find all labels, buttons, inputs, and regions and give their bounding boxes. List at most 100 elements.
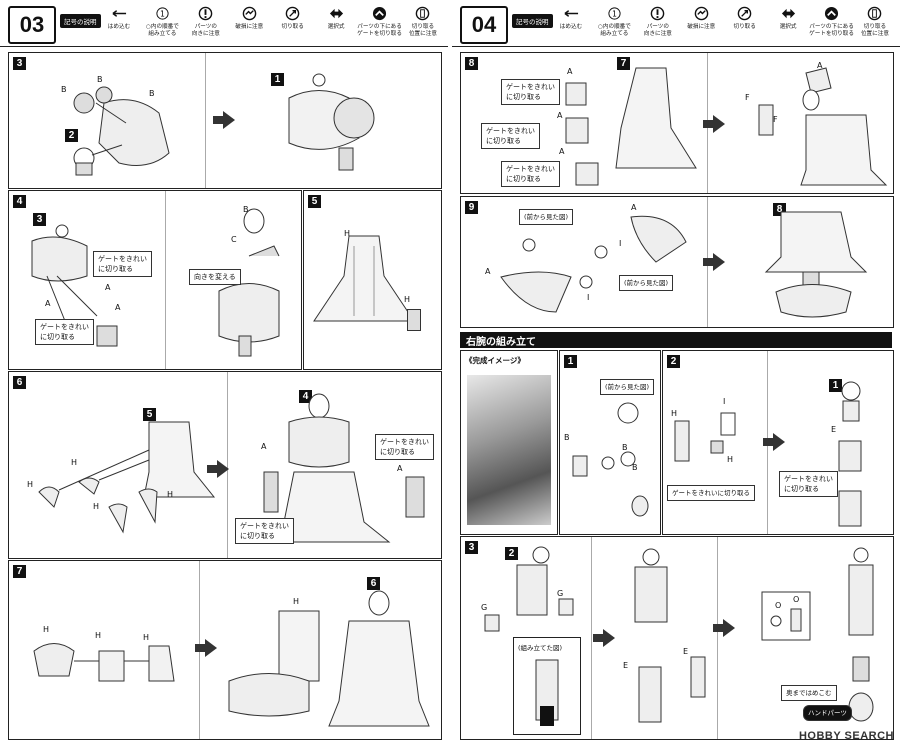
step-arrow <box>195 639 217 657</box>
gate-note: ゲートをきれい に切り取る <box>501 79 560 105</box>
cut-icon <box>737 6 752 21</box>
skirt-frills-drawing <box>33 643 175 682</box>
gate-note: ゲートをきれい に切り取る <box>779 471 838 497</box>
step-arrow <box>713 619 735 637</box>
step-number: 7 <box>13 565 26 578</box>
svg-text:1: 1 <box>160 9 165 18</box>
choice-icon <box>329 8 343 19</box>
legend-item: 1 ○内の順番で 組み立てる <box>143 6 181 38</box>
legend-item: 選択式 <box>317 6 355 38</box>
choice-icon <box>781 8 795 19</box>
step-7-panel: 7 H H H 6 H <box>8 560 442 740</box>
gate-note: ゲートをきれい に切り取る <box>35 319 94 345</box>
svg-text:1: 1 <box>612 9 617 18</box>
gate-note: ゲートをきれい に切り取る <box>481 123 540 149</box>
base-parts-drawing <box>500 215 687 313</box>
sub-part-number: 6 <box>367 577 380 590</box>
hand-parts-label: ハンドパーツ <box>803 705 852 721</box>
arrow-left-icon <box>111 10 126 17</box>
arm-step-2-panel: 2 H I H ゲートをきれいに切り取る 1 E ゲートをきれい に切り取る <box>662 350 894 535</box>
gate-note: ゲートをきれい に切り取る <box>375 434 434 460</box>
step-number: 2 <box>667 355 680 368</box>
legend-tag: 記号の説明 <box>60 14 101 28</box>
joint-detail-drawing <box>761 591 811 641</box>
step-number: 3 <box>465 541 478 554</box>
manual-page-03: 03 記号の説明 はめ込む 1 ○内の順番で 組み立てる パーツの 向きに注意 … <box>0 0 448 745</box>
skirt-front-drawing <box>565 67 697 186</box>
arm-step-3-panel: 3 2 G G (組み立てた図) E E O <box>460 536 894 740</box>
torso-part-drawing <box>73 86 170 176</box>
sub-part-number: 1 <box>271 73 284 86</box>
legend-item: はめ込む <box>100 6 138 38</box>
legend-item: 切り取る <box>274 6 312 38</box>
step-4-panel: 4 3 ゲートをきれい に切り取る ゲートをきれい に切り取る A A A B … <box>8 190 302 370</box>
torso-assembled-drawing <box>288 73 375 171</box>
step-number: 9 <box>465 201 478 214</box>
caution-icon <box>199 6 213 21</box>
chest-assembled-drawing <box>218 208 280 357</box>
gate-note: ゲートをきれいに切り取る <box>667 485 755 501</box>
skirt-part-drawing <box>313 235 415 322</box>
legend-item: 切り取る <box>726 6 764 38</box>
completed-image-panel: 《完成イメージ》 <box>460 350 558 535</box>
step-3-panel: 3 B B B 2 1 <box>8 52 442 189</box>
legend-tag: 記号の説明 <box>512 14 553 28</box>
sub-part-number: 5 <box>143 408 156 421</box>
step-number: 5 <box>308 195 321 208</box>
legend-item: パーツの下にある ゲートを切り取る <box>357 6 402 38</box>
page-number: 04 <box>460 6 508 44</box>
symbol-legend: はめ込む 1 ○内の順番で 組み立てる パーツの 向きに注意 破損に注意 切り取… <box>100 6 442 38</box>
direction-note: 向きを変える <box>189 269 241 285</box>
breakage-icon <box>242 6 257 21</box>
step-arrow <box>703 253 725 271</box>
legend-item: パーツの 向きに注意 <box>639 6 677 38</box>
forearm-parts-drawing <box>484 546 574 632</box>
skirt-rear-drawing <box>38 421 216 534</box>
step-number: 8 <box>465 57 478 70</box>
sub-part-number: 7 <box>617 57 630 70</box>
circle-number-icon: 1 <box>156 7 169 20</box>
legend-item: 破損に注意 <box>230 6 268 38</box>
legend-item: 選択式 <box>769 6 807 38</box>
cut-position-icon <box>416 6 430 21</box>
breakage-icon <box>694 6 709 21</box>
arm-photo <box>467 375 551 525</box>
page-header: 03 記号の説明 はめ込む 1 ○内の順番で 組み立てる パーツの 向きに注意 … <box>0 0 448 47</box>
sub-part-number: 2 <box>65 129 78 142</box>
cut-position-icon <box>868 6 882 21</box>
front-view-label: (前から見た図) <box>619 275 674 291</box>
legend-item: パーツの下にある ゲートを切り取る <box>809 6 854 38</box>
watermark: HOBBY SEARCH <box>798 730 894 742</box>
legend-item: パーツの 向きに注意 <box>187 6 225 38</box>
step-arrow <box>703 115 725 133</box>
step-number: 4 <box>13 195 26 208</box>
sub-part-number: 1 <box>829 379 842 392</box>
sub-part-number: 3 <box>33 213 46 226</box>
gate-note: ゲートをきれい に切り取る <box>93 251 152 277</box>
step-5-panel: 5 H H <box>303 190 442 370</box>
step-8-panel: 8 7 ゲートをきれい に切り取る ゲートをきれい に切り取る ゲートをきれい … <box>460 52 894 194</box>
section-title: 右腕の組み立て <box>460 332 892 348</box>
skirt-full-drawing <box>228 590 430 727</box>
step-number: 6 <box>13 376 26 389</box>
completed-image-label: 《完成イメージ》 <box>465 356 525 365</box>
upper-arm-assembled-drawing <box>838 381 862 527</box>
legend-item: 切り取る 位置に注意 <box>856 6 894 38</box>
front-view-label: (前から見た図) <box>600 379 655 395</box>
chest-part-drawing <box>31 224 118 347</box>
base-assembled-drawing <box>764 211 868 318</box>
page-number: 03 <box>8 6 56 44</box>
page-header: 04 記号の説明 はめ込む 1 ○内の順番で 組み立てる パーツの 向きに注意 … <box>452 0 900 47</box>
assembled-view-box: (組み立てた図) <box>513 637 581 735</box>
gate-under-icon <box>372 6 387 21</box>
arrow-left-icon <box>563 10 578 17</box>
step-number: 1 <box>564 355 577 368</box>
symbol-legend: はめ込む 1 ○内の順番で 組み立てる パーツの 向きに注意 破損に注意 切り取… <box>552 6 894 38</box>
legend-item: はめ込む <box>552 6 590 38</box>
arm-final-drawing <box>848 547 874 722</box>
step-arrow <box>213 111 235 129</box>
legend-item: 1 ○内の順番で 組み立てる <box>595 6 633 38</box>
gate-note: ゲートをきれい に切り取る <box>501 161 560 187</box>
sub-part-number: 4 <box>299 390 312 403</box>
sub-part-number: 2 <box>505 547 518 560</box>
